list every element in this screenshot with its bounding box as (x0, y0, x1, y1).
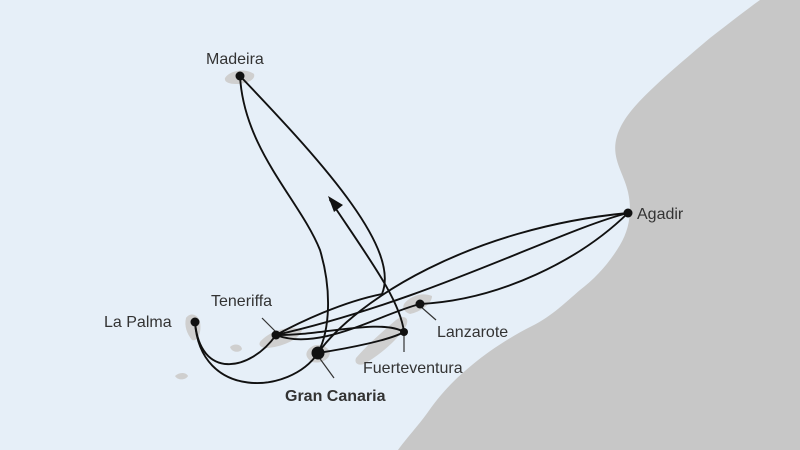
route-lanzarote-to-teneriffa (275, 303, 421, 341)
leader-teneriffa (261, 317, 277, 333)
label-lanzarote: Lanzarote (437, 324, 508, 341)
route-teneriffa-to-madeira (239, 75, 386, 336)
route-fuerteventura-to-madeira (329, 199, 405, 333)
routes (194, 75, 629, 384)
label-agadir: Agadir (637, 206, 684, 223)
marker-la-palma[interactable] (190, 317, 200, 327)
label-gran-canaria: Gran Canaria (285, 388, 386, 405)
port-markers (190, 71, 633, 360)
label-fuerteventura: Fuerteventura (363, 360, 463, 377)
route-gran-canaria-to-agadir (317, 212, 629, 354)
route-teneriffa-to-fuerteventura (275, 325, 405, 336)
leader-gran-canaria (317, 355, 335, 379)
marker-teneriffa[interactable] (271, 330, 281, 340)
marker-gran-canaria[interactable] (311, 346, 325, 360)
label-leaders (261, 305, 437, 379)
marker-agadir[interactable] (623, 208, 633, 218)
marker-lanzarote[interactable] (415, 299, 425, 309)
leader-lanzarote (419, 305, 437, 321)
route-fuerteventura-to-gran-canaria (317, 331, 405, 354)
label-teneriffa: Teneriffa (211, 293, 272, 310)
marker-fuerteventura[interactable] (400, 328, 408, 336)
route-agadir-to-lanzarote (419, 212, 629, 305)
island-la-gomera (230, 344, 242, 352)
route-direction-arrow-icon (328, 196, 343, 212)
marker-madeira[interactable] (235, 71, 245, 81)
route-teneriffa-to-agadir (275, 212, 629, 336)
label-la-palma: La Palma (104, 314, 172, 331)
island-el-hierro (175, 373, 188, 380)
label-madeira: Madeira (206, 51, 264, 68)
port-labels: Madeira Agadir La Palma Teneriffa Lanzar… (104, 51, 684, 405)
route-la-palma-to-gran-canaria (194, 321, 319, 384)
mainland-africa (398, 0, 800, 450)
